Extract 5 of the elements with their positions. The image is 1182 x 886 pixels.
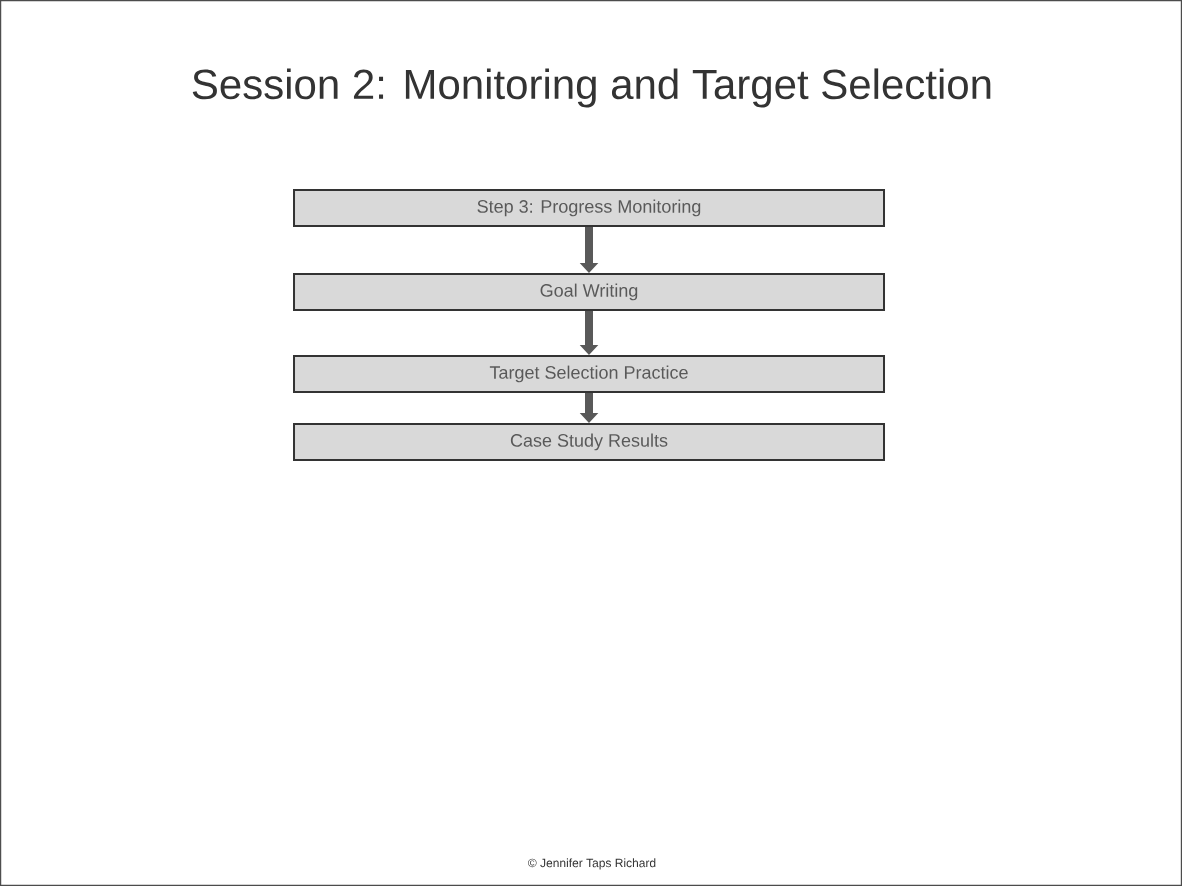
slide-title: Session 2: Monitoring and Target Selection: [192, 68, 991, 108]
process-box: Target Selection Practice: [293, 355, 885, 393]
process-box: Goal Writing: [293, 273, 885, 311]
process-box: Step 3: Progress Monitoring: [293, 189, 885, 227]
process-box: Case Study Results: [293, 423, 885, 461]
